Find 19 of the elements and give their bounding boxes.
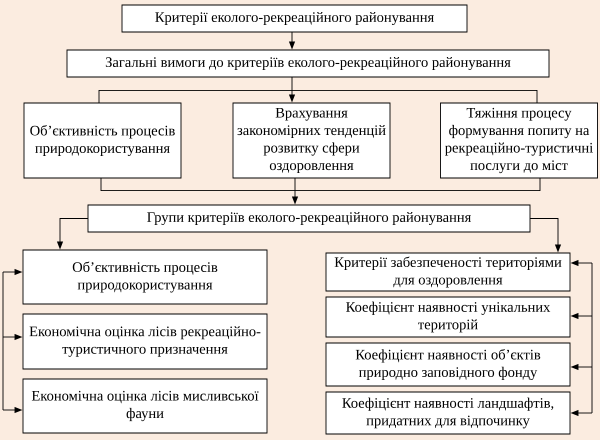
connector-line bbox=[294, 178, 540, 191]
text-box: Тяжіння процесу формування попиту на рекреаційно-туристичні послуги до міст bbox=[440, 102, 598, 178]
title-box: Критерії еколого-рекреаційного районування bbox=[122, 4, 468, 32]
text-box: Коефіцієнт наявності ландшафтів, придатних для відпочинку bbox=[326, 392, 570, 434]
text-box: Коефіцієнт наявності унікальних територій bbox=[326, 296, 570, 338]
text-box: Об’єктивність процесів природокористування bbox=[24, 102, 182, 178]
text-box: Загальні вимоги до критеріїв еколого-рекреаційного районування bbox=[66, 50, 550, 78]
text-box: Коефіцієнт наявності об’єктів природно заповідного фонду bbox=[326, 342, 570, 386]
connector-line bbox=[100, 178, 296, 191]
connector-line bbox=[98, 90, 292, 103]
bracket-line bbox=[2, 272, 4, 410]
text-box: Врахування закономірних тенденцій розвитку сфери оздоровлення bbox=[232, 102, 390, 178]
text-box: Об’єктивність процесів природокористування bbox=[22, 250, 268, 304]
text-box: Групи критеріїв еколого-рекреаційного районування bbox=[88, 204, 530, 232]
connector-line bbox=[294, 178, 296, 191]
text-box: Економічна оцінка лісів рекреаційно-туристичного призначення bbox=[22, 314, 268, 370]
text-box: Критерії забезпеченості територіями для оздоровлення bbox=[326, 252, 570, 292]
connector-line bbox=[292, 90, 538, 103]
text-box: Економічна оцінка лісів мисливської фауни bbox=[22, 378, 268, 434]
